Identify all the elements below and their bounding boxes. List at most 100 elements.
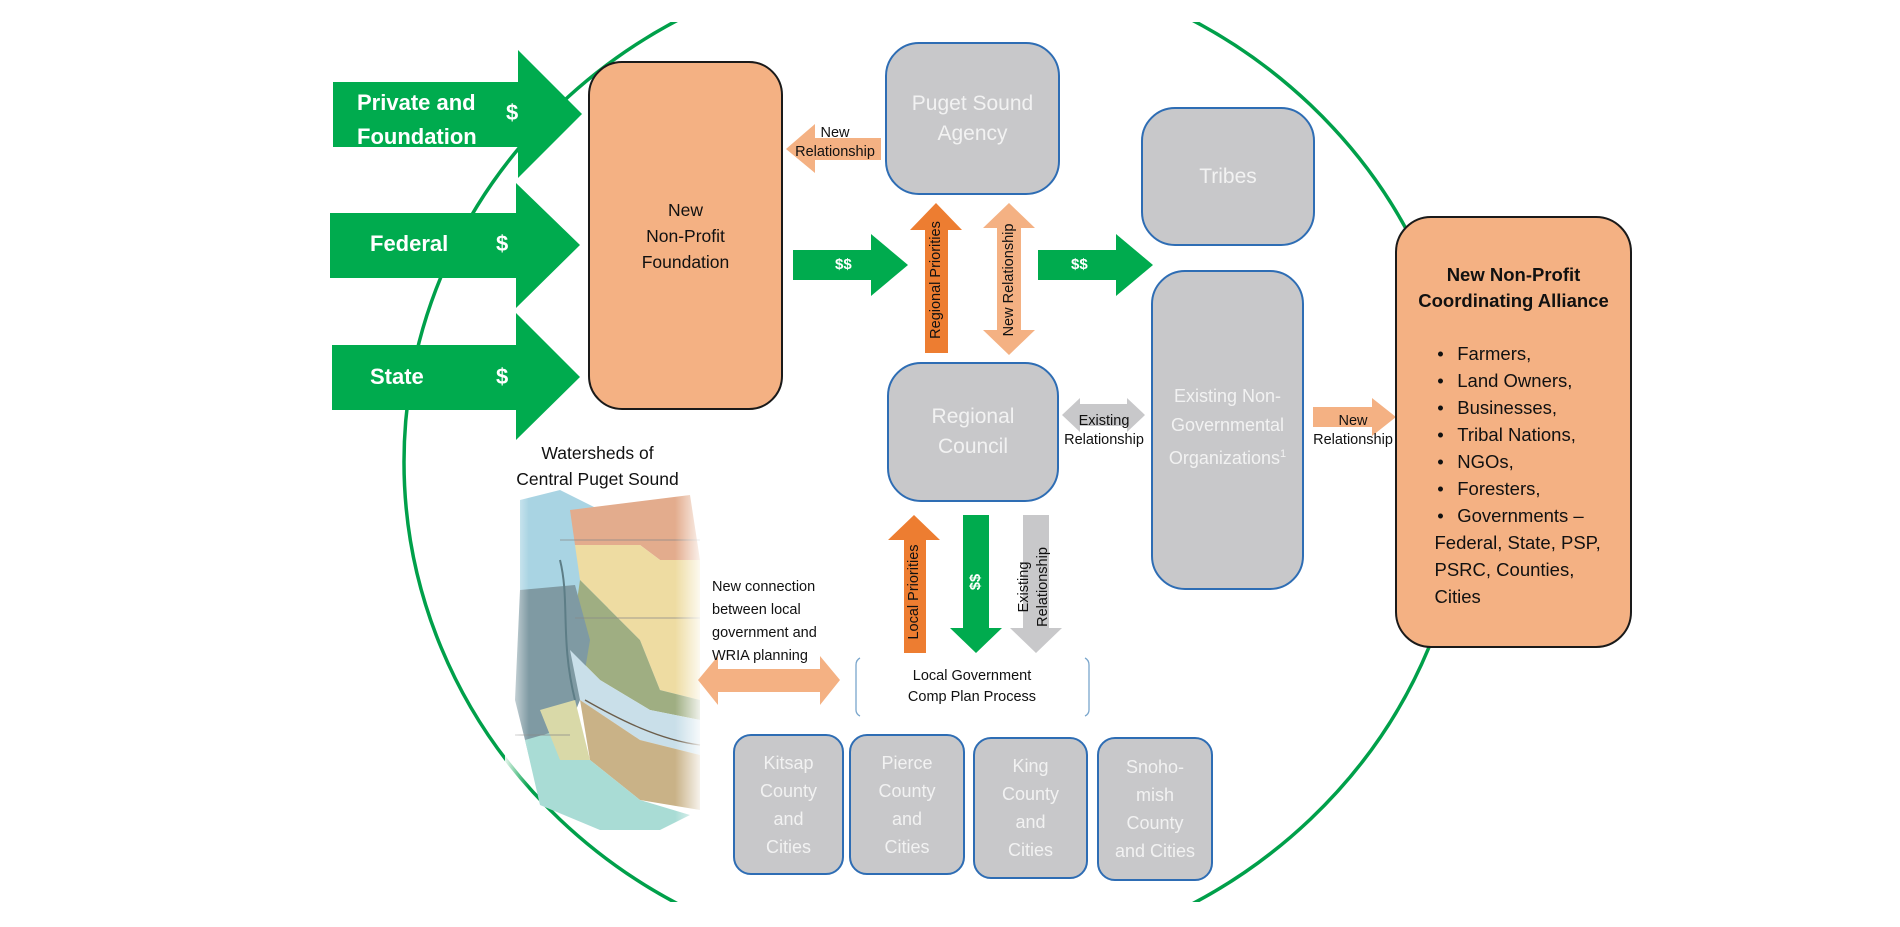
county-line: County [1126, 813, 1184, 833]
alliance-government-continuation: Federal, State, PSP, PSRC, Counties, Cit… [1435, 529, 1621, 610]
county-line: and [773, 808, 804, 829]
county-line: and [891, 808, 923, 829]
county-line: Kitsap [763, 752, 814, 773]
map-title-line1: Watersheds of [541, 443, 654, 463]
ngo-line2: Governmental [1170, 415, 1285, 435]
alliance-member: Tribal Nations, [1435, 421, 1583, 448]
alliance-title: New Non-Profit Coordinating Alliance [1418, 262, 1609, 314]
node-regional-council[interactable]: Regional Council [887, 362, 1059, 502]
label-line: Relationship [1313, 432, 1393, 448]
label-line: Existing [1078, 413, 1130, 429]
funds-arrow-rc-local [950, 515, 1002, 653]
label-new-relationship-ngo-alliance: New Relationship [1307, 412, 1399, 450]
county-line: mish [1135, 785, 1174, 805]
county-line: Cities [884, 836, 930, 857]
map-title: Watersheds of Central Puget Sound [505, 440, 690, 492]
label-line: Relationship [795, 144, 875, 160]
county-line: Cities [1007, 840, 1053, 860]
alliance-member-list: Farmers, Land Owners, Businesses, Tribal… [1435, 340, 1583, 529]
map-title-line2: Central Puget Sound [516, 469, 679, 489]
label-line: New [1338, 413, 1368, 429]
foundation-line2: Non-Profit [646, 225, 725, 246]
new-relationship-arrow-ngo-alliance [1313, 398, 1396, 436]
label-line: government and [712, 625, 817, 641]
wria-connection-double-arrow [698, 656, 840, 705]
node-county-snohomish[interactable]: Snoho- mish County and Cities [1097, 737, 1213, 881]
funding-arrow-private [333, 50, 582, 178]
funding-arrow-federal [330, 183, 580, 308]
node-coordinating-alliance[interactable]: New Non-Profit Coordinating Alliance Far… [1395, 216, 1632, 648]
funds-label-foundation-center: $$ [835, 256, 852, 273]
psa-line1: Puget Sound [911, 91, 1034, 115]
node-county-pierce[interactable]: Pierce County and Cities [849, 734, 965, 875]
county-line: Cities [765, 836, 811, 857]
foundation-line1: New [667, 199, 703, 220]
ngo-line1: Existing Non- [1173, 386, 1282, 406]
node-tribes[interactable]: Tribes [1141, 107, 1315, 246]
ngo-line3-text: Organizations [1168, 448, 1280, 468]
label-regional-priorities: Regional Priorities [928, 221, 944, 339]
label-funds-rc-local: $$ [968, 573, 984, 591]
node-local-government-comp-plan[interactable]: Local Government Comp Plan Process [872, 666, 1072, 708]
local-gov-line2: Comp Plan Process [907, 689, 1037, 705]
funding-symbol-private: $ [506, 100, 519, 125]
local-gov-line1: Local Government [912, 668, 1032, 684]
tribes-label: Tribes [1199, 164, 1257, 188]
county-line: County [878, 780, 936, 801]
label-line: Relationship [1035, 547, 1051, 627]
regional-priorities-arrow [910, 203, 962, 353]
county-line: and [1015, 812, 1046, 832]
county-line: County [1001, 784, 1060, 804]
label-line: Existing [1016, 561, 1032, 613]
label-line: New connection [712, 579, 816, 595]
label-local-priorities: Local Priorities [906, 544, 922, 640]
county-line: and Cities [1114, 841, 1196, 861]
funding-label-private-line2: Foundation [357, 124, 477, 149]
funding-label-private: Private and Foundation [357, 86, 477, 154]
node-county-kitsap[interactable]: Kitsap County and Cities [733, 734, 844, 875]
node-county-king[interactable]: King County and Cities [973, 737, 1088, 879]
funding-label-state: State [370, 364, 424, 389]
local-government-bracket [855, 657, 1090, 717]
label-existing-relationship-vertical: Existing Relationship [1015, 537, 1053, 637]
label-line: New [820, 125, 850, 141]
alliance-member: Land Owners, [1435, 367, 1583, 394]
new-relationship-arrow-psa-foundation [786, 124, 881, 173]
funding-label-federal: Federal [370, 231, 449, 256]
ngo-line3: Organizations1 [1169, 440, 1286, 473]
county-line: County [759, 780, 818, 801]
funding-symbol-state: $ [496, 364, 509, 389]
rc-line1: Regional [931, 405, 1015, 428]
funding-label-private-line1: Private and [357, 90, 476, 115]
existing-relationship-double-arrow [1062, 398, 1145, 432]
funding-symbol-federal: $ [496, 231, 509, 256]
funds-label-center-ngo: $$ [1071, 256, 1088, 273]
alliance-member: Farmers, [1435, 340, 1583, 367]
label-line: WRIA planning [712, 648, 808, 664]
county-line: King [1012, 756, 1049, 776]
funds-arrow-center-ngo [1038, 234, 1153, 296]
rc-line2: Council [937, 435, 1009, 458]
psa-line2: Agency [937, 121, 1008, 145]
county-line: Snoho- [1125, 757, 1185, 777]
alliance-title-line2: Coordinating Alliance [1418, 290, 1609, 311]
node-new-nonprofit-foundation[interactable]: New Non-Profit Foundation [588, 61, 783, 410]
alliance-member: Governments – [1435, 502, 1583, 529]
local-priorities-arrow [888, 515, 940, 653]
alliance-member: NGOs, [1435, 448, 1583, 475]
node-existing-ngos[interactable]: Existing Non- Governmental Organizations… [1151, 270, 1304, 590]
alliance-continuation-line: PSRC, Counties, [1434, 559, 1575, 580]
node-puget-sound-agency[interactable]: Puget Sound Agency [885, 42, 1060, 195]
label-new-relationship-vertical: New Relationship [1001, 223, 1017, 337]
foundation-line3: Foundation [641, 251, 730, 272]
county-line: Pierce [881, 752, 933, 773]
label-existing-relationship-rc-ngo: Existing Relationship [1060, 412, 1148, 450]
label-line: Relationship [1064, 432, 1144, 448]
alliance-title-line1: New Non-Profit [1446, 264, 1581, 285]
ngo-footnote-marker: 1 [1279, 448, 1287, 460]
funding-arrow-state [332, 313, 580, 440]
alliance-continuation-line: Cities [1434, 586, 1481, 607]
new-relationship-double-arrow [983, 203, 1035, 355]
